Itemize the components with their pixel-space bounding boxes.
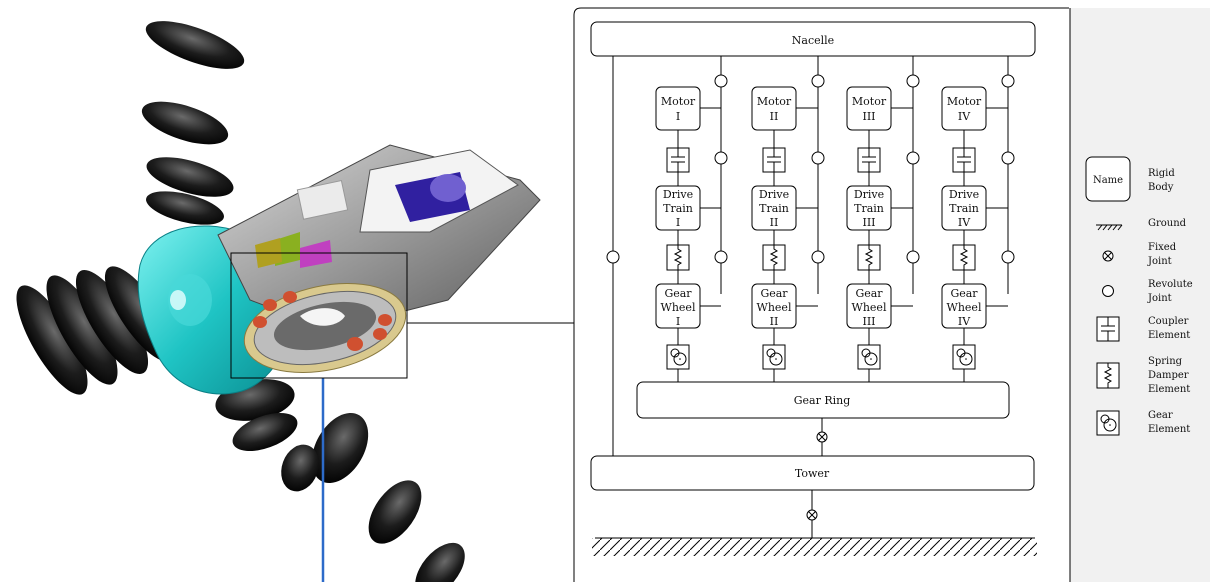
legend-revolute-joint-label: Revolute xyxy=(1148,279,1193,290)
schematic-frame xyxy=(574,8,1069,582)
motor-label: II xyxy=(770,110,779,123)
legend-revolute-joint-icon xyxy=(1103,286,1114,297)
gear-wheel-label: III xyxy=(862,315,875,328)
motor-label: Motor xyxy=(757,95,792,108)
motor-label: Motor xyxy=(947,95,982,108)
upper-blades xyxy=(137,11,250,231)
gear-wheel-label: Gear xyxy=(950,287,978,300)
drive-train-label: Train xyxy=(854,202,884,215)
legend-spring-damper-label: Damper xyxy=(1148,370,1189,381)
tower-label: Tower xyxy=(795,467,830,480)
legend-fixed-joint-label: Joint xyxy=(1147,256,1172,267)
turbine-render xyxy=(4,11,574,582)
drive-train-label: IV xyxy=(958,216,971,229)
gear-wheel-label: Gear xyxy=(855,287,883,300)
fixed-joint-icon xyxy=(807,510,817,520)
gear-wheel-label: Wheel xyxy=(757,301,792,314)
nacelle-label: Nacelle xyxy=(792,34,834,47)
drive-train-label: I xyxy=(676,216,680,229)
schematic-panel: Nacelle Motor I Motor II Motor III Motor… xyxy=(574,8,1210,582)
legend-revolute-joint-label: Joint xyxy=(1147,293,1172,304)
legend-coupler-icon xyxy=(1097,317,1119,341)
motor-label: I xyxy=(676,110,680,123)
motor-label: III xyxy=(862,110,875,123)
fixed-joint-icon xyxy=(817,432,827,442)
motor-label: Motor xyxy=(852,95,887,108)
legend-rigid-body-box-label: Name xyxy=(1093,175,1123,186)
lower-blades xyxy=(212,373,474,582)
gear-wheel-label: Gear xyxy=(760,287,788,300)
drive-train-label: II xyxy=(770,216,779,229)
legend-gear-icon xyxy=(1097,411,1119,435)
drive-train-label: III xyxy=(862,216,875,229)
legend-spring-damper-icon xyxy=(1097,363,1119,388)
gear-elements xyxy=(667,345,975,369)
motor-label: IV xyxy=(958,110,971,123)
legend-coupler-label: Element xyxy=(1148,330,1190,341)
motor-label: Motor xyxy=(661,95,696,108)
gear-wheel-label: I xyxy=(676,315,680,328)
gear-wheel-label: Wheel xyxy=(852,301,887,314)
legend-rigid-body-label: Body xyxy=(1148,182,1174,193)
drive-train-label: Train xyxy=(949,202,979,215)
gear-wheel-label: Wheel xyxy=(947,301,982,314)
legend-fixed-joint-label: Fixed xyxy=(1148,242,1177,253)
ground-symbol xyxy=(592,538,1037,556)
legend-rigid-body-label: Rigid xyxy=(1148,168,1175,179)
legend-gear-label: Gear xyxy=(1148,410,1173,421)
legend-coupler-label: Coupler xyxy=(1148,316,1189,327)
drive-train-label: Drive xyxy=(663,188,693,201)
gear-wheel-label: II xyxy=(770,315,779,328)
legend-gear-label: Element xyxy=(1148,424,1190,435)
drive-train-label: Train xyxy=(759,202,789,215)
drive-train-label: Drive xyxy=(759,188,789,201)
legend-fixed-joint-icon xyxy=(1103,251,1113,261)
gear-ring-label: Gear Ring xyxy=(794,394,851,407)
legend-panel xyxy=(1070,8,1210,582)
drive-train-label: Drive xyxy=(949,188,979,201)
legend-spring-damper-label: Element xyxy=(1148,384,1190,395)
legend-spring-damper-label: Spring xyxy=(1148,356,1183,367)
gear-wheel-label: Gear xyxy=(664,287,692,300)
gear-wheel-label: IV xyxy=(958,315,971,328)
drive-train-label: Drive xyxy=(854,188,884,201)
drive-train-label: Train xyxy=(663,202,693,215)
gear-wheel-label: Wheel xyxy=(661,301,696,314)
legend-ground-label: Ground xyxy=(1148,218,1187,229)
